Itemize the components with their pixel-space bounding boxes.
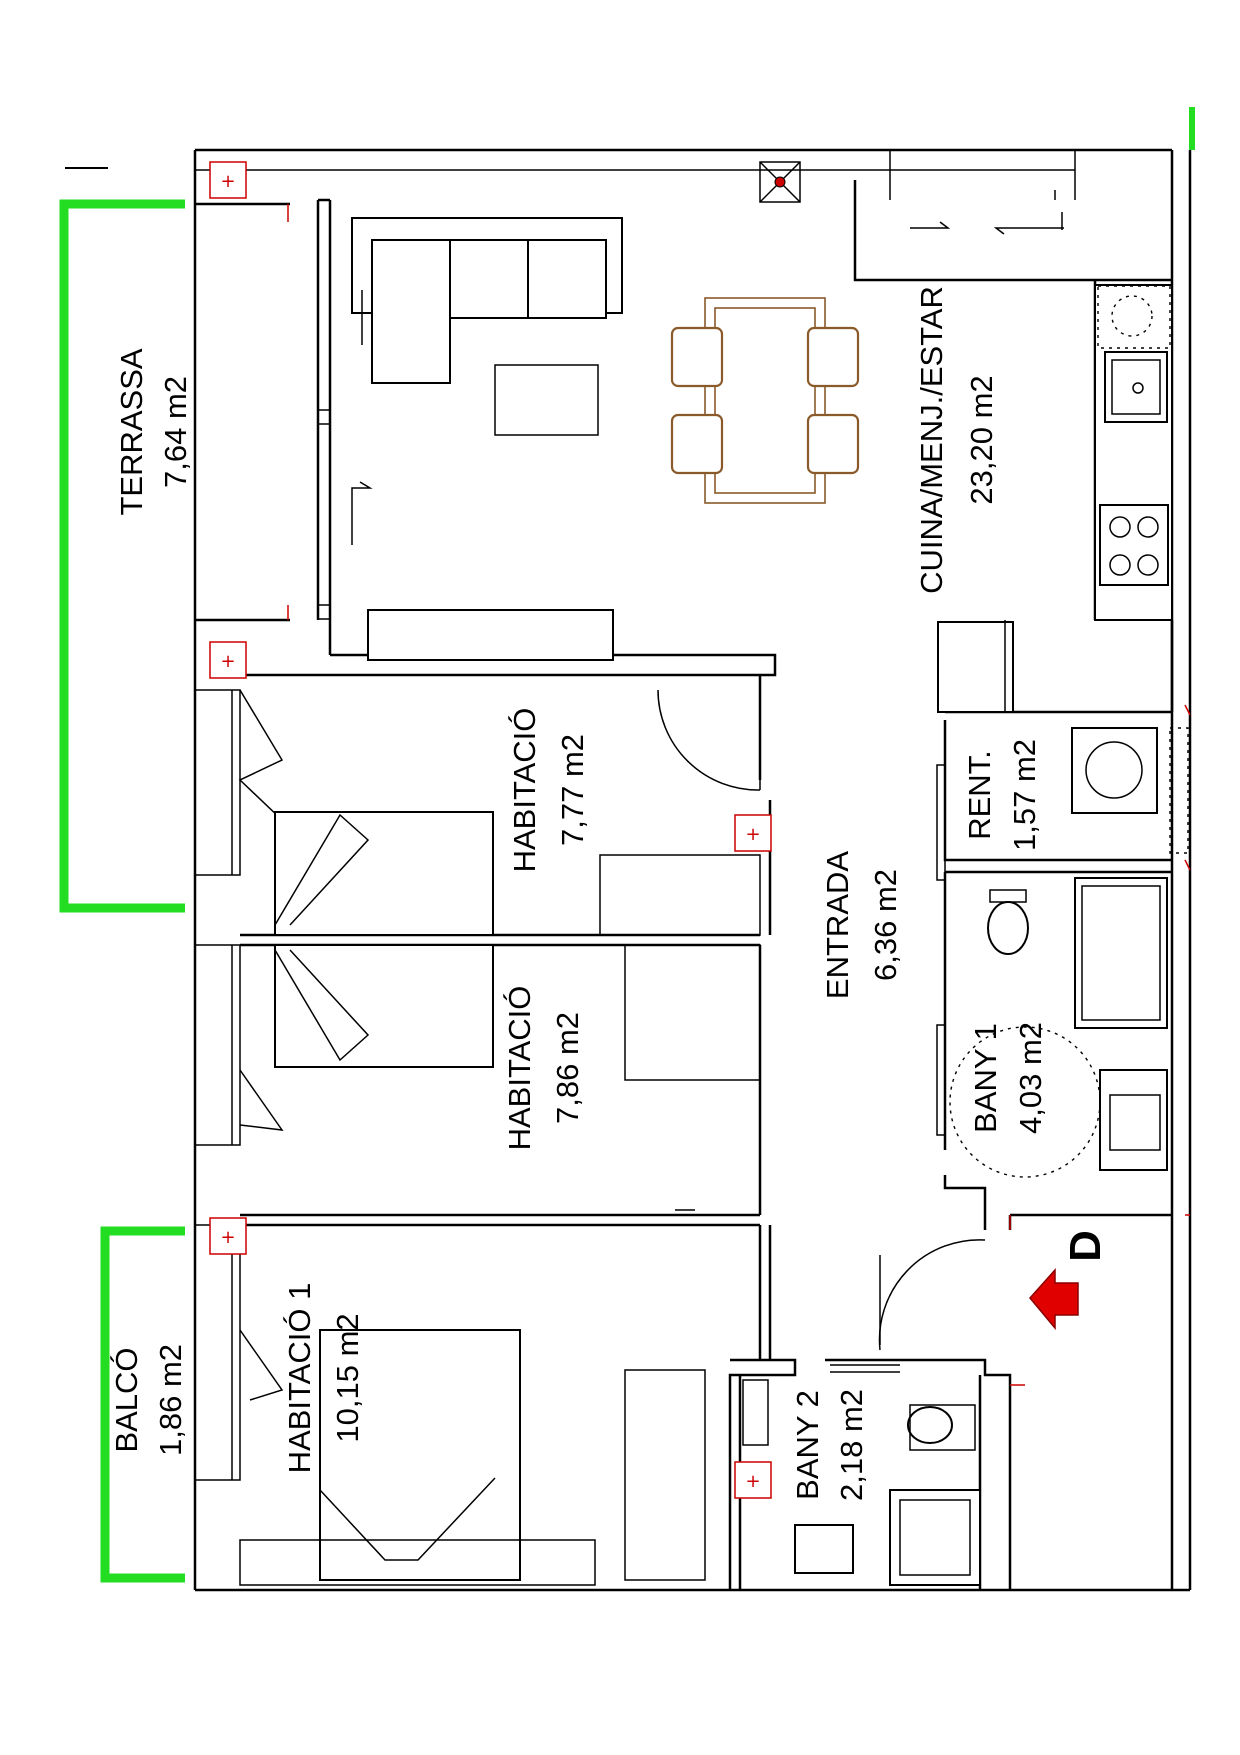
- balco-outline: [100, 1226, 185, 1583]
- room-name: TERRASSA: [114, 348, 149, 515]
- room-name: RENT.: [962, 750, 997, 840]
- smoke-vent-icon: [759, 161, 801, 203]
- room-label-terrassa: TERRASSA 7,64 m2: [114, 348, 193, 515]
- doors: [657, 689, 986, 1351]
- stair-arrow: [351, 481, 373, 545]
- sofa: [351, 217, 623, 384]
- room-label-entrada: ENTRADA 6,36 m2: [820, 851, 903, 999]
- svg-text:+: +: [220, 171, 235, 192]
- room-label-cuina: CUINA/MENJ./ESTAR 23,20 m2: [914, 286, 999, 594]
- washing-machine: [1071, 727, 1189, 854]
- room-name: CUINA/MENJ./ESTAR: [914, 286, 949, 594]
- room-name: HABITACIÓ: [507, 708, 542, 873]
- outlet-icon: +: [734, 1461, 772, 1499]
- room-area: 1,57 m2: [1007, 739, 1042, 851]
- room-name: HABITACIÓ: [502, 986, 537, 1151]
- room-area: 7,64 m2: [158, 376, 193, 488]
- room-label-bany-1: BANY 1 4,03 m2: [968, 1022, 1048, 1134]
- room-label-bany-2: BANY 2 2,18 m2: [790, 1389, 869, 1501]
- room-area: 10,15 m2: [330, 1313, 365, 1442]
- room-area: 4,03 m2: [1013, 1022, 1048, 1134]
- room-label-habitacio-b: HABITACIÓ 7,86 m2: [502, 986, 585, 1151]
- room-label-balco: BALCÓ 1,86 m2: [109, 1344, 188, 1456]
- tv-unit: [367, 609, 614, 661]
- svg-text:+: +: [745, 1471, 760, 1492]
- outlet-icon: +: [209, 161, 247, 199]
- svg-text:+: +: [220, 651, 235, 672]
- outlet-marks: + + + + +: [209, 161, 1191, 1499]
- room-label-rent: RENT. 1,57 m2: [962, 739, 1042, 851]
- sliding-doors: [830, 212, 1064, 1373]
- dining-set: [670, 297, 860, 504]
- entry-letter: D: [1061, 1230, 1110, 1262]
- room-name: ENTRADA: [820, 851, 855, 999]
- room-area: 1,86 m2: [153, 1344, 188, 1456]
- room-label-habitacio-a: HABITACIÓ 7,77 m2: [507, 708, 590, 873]
- entry-arrow-icon: [1029, 1268, 1079, 1331]
- room-name: BANY 1: [968, 1023, 1003, 1133]
- room-area: 7,86 m2: [550, 1012, 585, 1124]
- coffee-table: [494, 364, 599, 436]
- room-name: HABITACIÓ 1: [282, 1283, 317, 1474]
- room-label-habitacio-1: HABITACIÓ 1 10,15 m2: [282, 1283, 365, 1474]
- outlet-icon: +: [209, 641, 247, 679]
- facade-windows: [194, 689, 284, 1481]
- room-area: 23,20 m2: [964, 375, 999, 504]
- svg-text:+: +: [220, 1227, 235, 1248]
- outlet-icon: +: [734, 814, 772, 852]
- bath-1-fixtures: [949, 877, 1168, 1178]
- kitchen-counter: [937, 284, 1173, 713]
- bed-a: [274, 811, 761, 936]
- room-name: BALCÓ: [109, 1347, 144, 1452]
- terrassa-outline: [59, 199, 185, 913]
- bath-2-fixtures: [742, 1379, 981, 1586]
- outlet-icon: +: [209, 1217, 247, 1255]
- room-area: 7,77 m2: [555, 734, 590, 846]
- room-area: 6,36 m2: [868, 869, 903, 981]
- bed-1: [239, 1329, 706, 1586]
- bed-b: [274, 944, 761, 1211]
- svg-text:+: +: [745, 824, 760, 845]
- room-name: BANY 2: [790, 1390, 825, 1500]
- room-area: 2,18 m2: [834, 1389, 869, 1501]
